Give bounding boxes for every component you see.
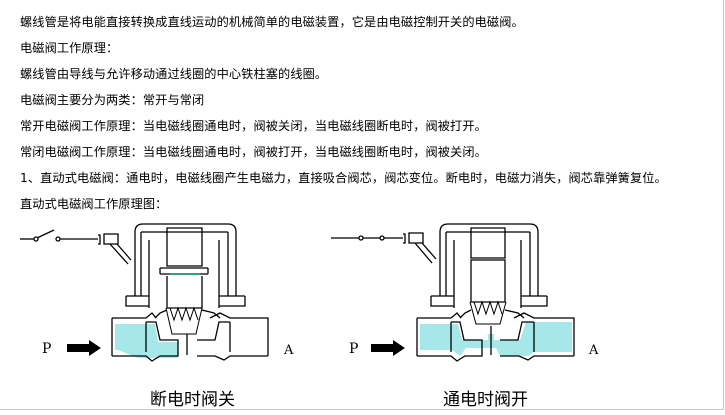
closed-inlet-label: P (42, 341, 51, 357)
paragraph-intro: 螺线管是将电能直接转换成直线运动的机械简单的电磁装置，它是由电磁控制开关的电磁阀… (20, 15, 524, 29)
coil-housing (125, 223, 246, 309)
open-caption: 通电时阀开 (443, 390, 528, 410)
flow-arrow-icon-open (371, 340, 405, 356)
open-outlet-label: A (588, 343, 599, 358)
open-inlet-label: P (349, 341, 358, 357)
closed-switch-icon (331, 235, 403, 241)
paragraph-solenoid-desc: 螺线管由导线与允许移动通过线圈的中心铁柱塞的线圈。 (20, 67, 328, 81)
spring-icon (165, 306, 203, 335)
paragraph-diagram-heading: 直动式电磁阀工作原理图： (20, 197, 168, 211)
valve-body (111, 309, 269, 362)
open-switch-icon (20, 229, 98, 242)
closed-caption: 断电时阀关 (150, 390, 235, 410)
open-valve-diagram (331, 223, 575, 362)
spring-icon-compressed (469, 300, 507, 325)
paragraph-principle-heading: 电磁阀工作原理： (20, 41, 119, 55)
coil-housing-energized (430, 223, 548, 308)
valve-body-open (416, 309, 575, 362)
paragraph-direct-acting: 1、直动式电磁阀：通电时，电磁线圈产生电磁力，直接吸合阀芯，阀芯变位。断电时，电… (20, 171, 667, 185)
flow-arrow-icon (67, 340, 101, 356)
article-text: 螺线管是将电能直接转换成直线运动的机械简单的电磁装置，它是由电磁控制开关的电磁阀… (20, 9, 710, 217)
closed-outlet-label: A (283, 343, 294, 358)
paragraph-normally-closed: 常闭电磁阀工作原理：当电磁线圈通电时，阀被打开，当电磁线圈断电时，阀被关闭。 (20, 145, 487, 159)
closed-valve-diagram (20, 223, 269, 362)
valve-diagrams-svg: P A (20, 223, 599, 362)
paragraph-normally-open: 常开电磁阀工作原理：当电磁线圈通电时，阀被关闭，当电磁线圈断电时，阀被打开。 (20, 119, 487, 133)
valve-diagrams: P A (0, 218, 725, 411)
paragraph-types: 电磁阀主要分为两类：常开与常闭 (20, 93, 205, 107)
